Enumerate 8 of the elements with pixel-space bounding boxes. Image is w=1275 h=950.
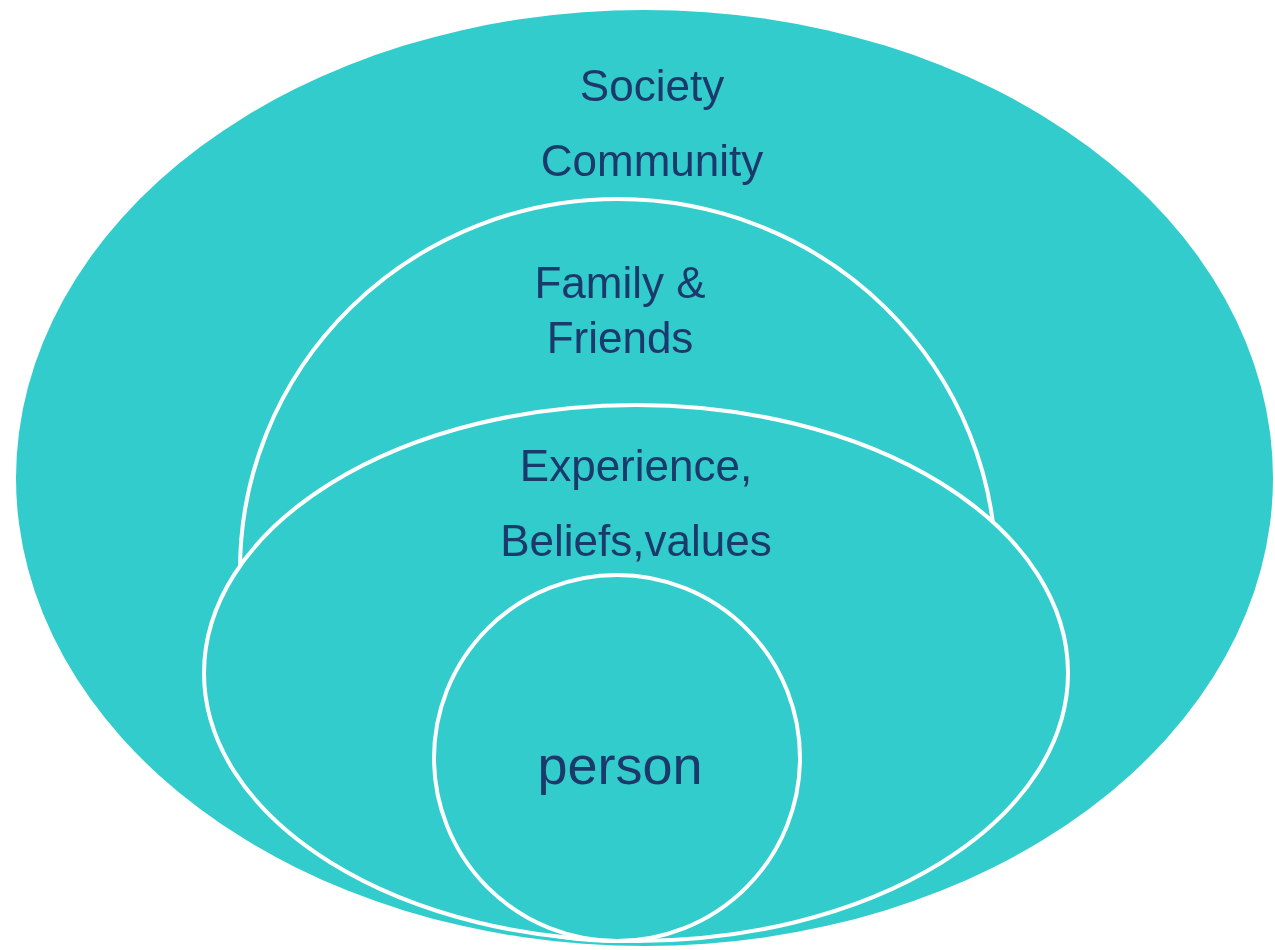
region-label: Family & Friends [534, 257, 706, 364]
ellipse-region [14, 8, 1275, 948]
region-label: Community [539, 134, 765, 187]
region-label: Society [578, 59, 726, 112]
circle-region [432, 573, 802, 943]
region-label: person [536, 735, 704, 795]
region-label: Experience, Beliefs,values [499, 440, 773, 567]
ellipse-region [202, 403, 1070, 943]
